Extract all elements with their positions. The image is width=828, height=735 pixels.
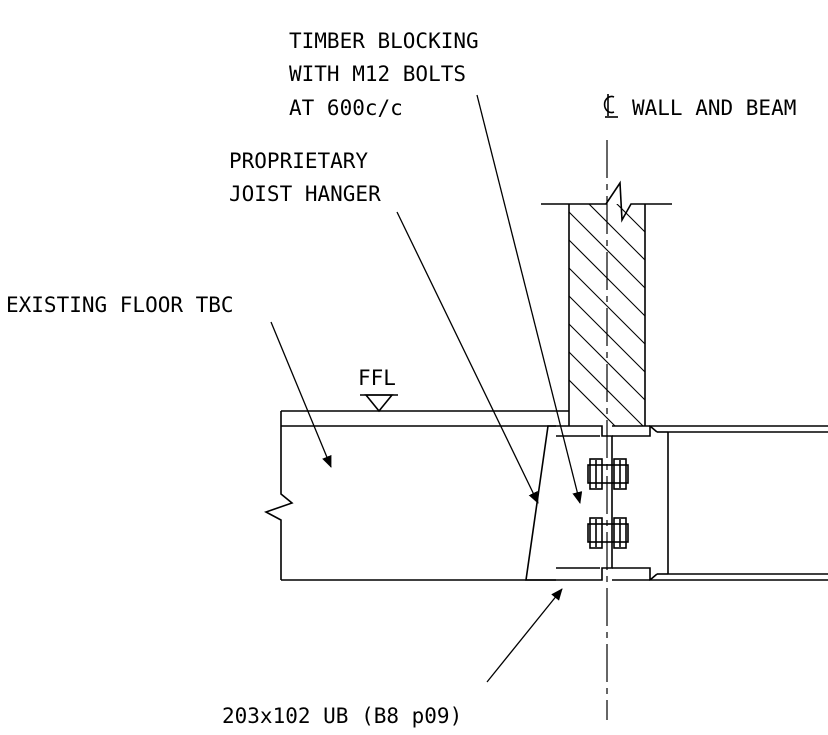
- joist-hanger-label-line1: PROPRIETARY: [229, 149, 368, 173]
- wall-hatching: [569, 204, 645, 426]
- bolt-lower: [587, 517, 629, 549]
- beam-label: 203x102 UB (B8 p09): [222, 704, 462, 728]
- existing-floor-label: EXISTING FLOOR TBC: [6, 293, 234, 317]
- break-line: [264, 411, 294, 580]
- masonry-wall: [541, 180, 672, 426]
- centreline-symbol: [603, 94, 618, 118]
- centreline-label: WALL AND BEAM: [632, 96, 796, 120]
- timber-blocking-label-line1: TIMBER BLOCKING: [289, 29, 479, 53]
- bolt-upper: [587, 458, 629, 490]
- joist-hanger-label-line2: JOIST HANGER: [229, 182, 381, 206]
- steel-beam: [556, 425, 828, 581]
- leader-beam: [486, 588, 563, 683]
- ffl-marker: [360, 394, 398, 413]
- leader-timber-blocking: [476, 94, 583, 504]
- timber-blocking-label-line3: AT 600c/c: [289, 96, 403, 120]
- joist-hanger: [525, 425, 556, 581]
- timber-blocking-label-line2: WITH M12 BOLTS: [289, 62, 466, 86]
- leader-joist-hanger: [396, 211, 539, 504]
- existing-floor-joist: [264, 410, 569, 581]
- ffl-label: FFL: [358, 366, 396, 390]
- leader-existing-floor: [270, 321, 332, 468]
